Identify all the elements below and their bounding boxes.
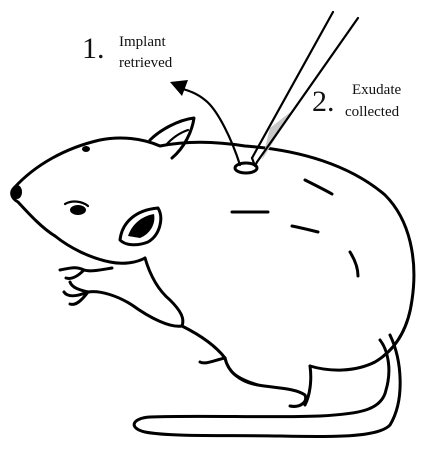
mouse-hind-leg: [225, 358, 311, 406]
step-2-line-1: Exudate: [352, 82, 401, 98]
pipette: [252, 12, 358, 166]
step-2-number: 2.: [312, 85, 335, 118]
mouse-eye: [70, 205, 86, 215]
mouse-body-outline: [14, 138, 414, 370]
mouse-fur-dash-4: [350, 252, 358, 276]
mouse-fur-dash-3: [305, 180, 332, 194]
mouse-nose: [12, 185, 22, 199]
mouse-belly: [182, 326, 225, 358]
step-1-label: 1. Implant retrieved: [82, 32, 173, 71]
pipette-right-wall: [257, 18, 358, 162]
mouse-head-spot: [82, 146, 90, 152]
mouse-front-paw: [60, 268, 112, 305]
retrieval-arrow-line: [180, 88, 240, 165]
step-1-number: 1.: [82, 32, 105, 65]
mouse-fur-dash-2: [292, 226, 318, 232]
step-1-line-2: retrieved: [119, 55, 173, 71]
step-1-line-1: Implant: [119, 34, 166, 50]
mouse-illustration: [12, 118, 414, 437]
step-2-label: 2. Exudate collected: [312, 82, 401, 120]
mouse-hind-foot: [200, 358, 258, 385]
mouse-chin: [55, 236, 145, 263]
step-2-line-2: collected: [345, 104, 400, 120]
retrieval-arrow-head: [170, 80, 188, 96]
